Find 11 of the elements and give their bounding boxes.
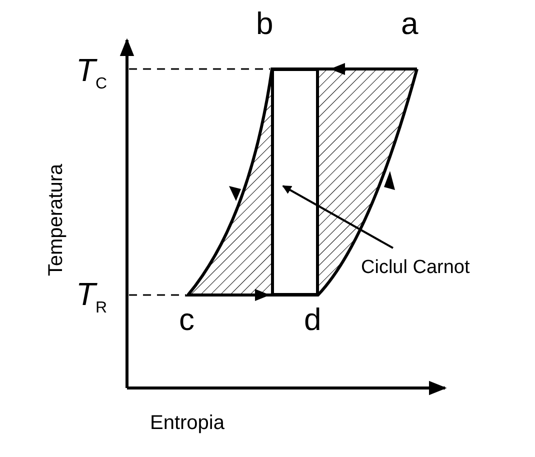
point-label: a bbox=[401, 8, 418, 39]
point-label: b bbox=[256, 8, 274, 39]
axis-value-label: T$_{R}$ bbox=[76, 278, 108, 316]
point-label: d bbox=[304, 304, 322, 335]
carnot-cycle-rectangle bbox=[272, 69, 318, 295]
point-label: c bbox=[179, 304, 194, 335]
leader-line bbox=[282, 185, 394, 249]
axis-title: Temperatura bbox=[46, 164, 66, 276]
callout-label: Ciclul Carnot bbox=[361, 258, 470, 277]
axis-title: Entropia bbox=[150, 413, 224, 433]
axis-value-label: T$_{C}$ bbox=[76, 54, 108, 92]
